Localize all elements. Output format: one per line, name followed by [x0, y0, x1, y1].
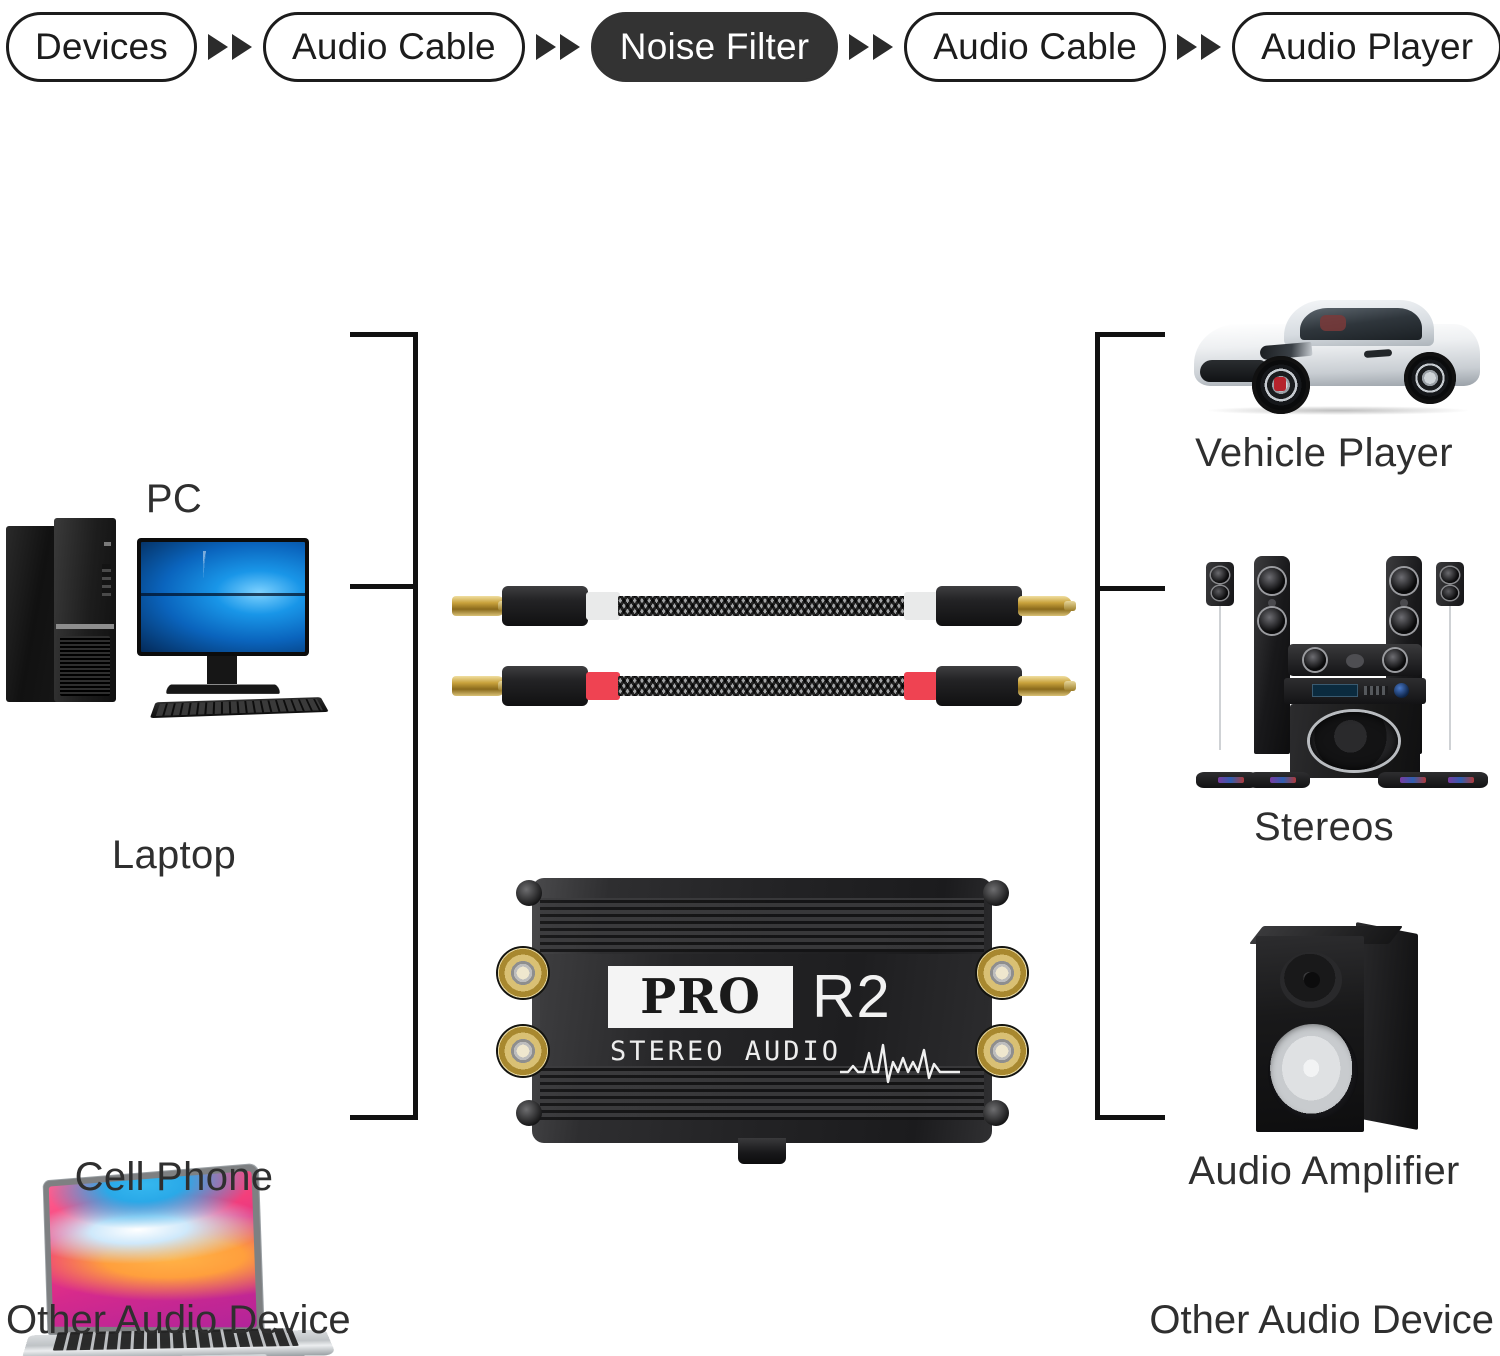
rca-barrel — [502, 586, 588, 626]
flow-step-audio-cable-out[interactable]: Audio Cable — [904, 12, 1167, 82]
studio-monitor-icon — [1238, 921, 1448, 1142]
device-model-text: R2 — [812, 963, 891, 1030]
rca-cable-right-channel — [452, 658, 1076, 714]
ground-knob-icon[interactable] — [738, 1138, 786, 1164]
flow-step-audio-player[interactable]: Audio Player — [1232, 12, 1500, 82]
device-stereos: Stereos — [1150, 556, 1498, 848]
device-label-vehicle-player: Vehicle Player — [1195, 431, 1453, 475]
device-subtitle-text: STEREO AUDIO — [610, 1036, 842, 1067]
double-right-arrow-icon — [197, 34, 263, 60]
device-brand-logo: PRO — [608, 966, 793, 1028]
device-label-cell-phone: Cell Phone — [74, 1155, 274, 1199]
double-right-arrow-icon — [838, 34, 904, 60]
device-audio-amplifier: Audio Amplifier — [1150, 921, 1498, 1193]
screw-icon — [516, 880, 542, 906]
channel-band — [904, 672, 938, 700]
flow-step-label: Noise Filter — [619, 26, 810, 67]
flow-step-label: Devices — [35, 26, 168, 67]
rca-barrel — [936, 666, 1022, 706]
desktop-computer-icon — [4, 512, 344, 719]
flow-step-label: Audio Player — [1261, 26, 1474, 67]
device-cell-phone: Cell Phone — [0, 928, 348, 1198]
rca-jack-output-right[interactable] — [977, 1026, 1027, 1076]
device-laptop: Laptop — [0, 586, 348, 1356]
home-theater-icon — [1192, 556, 1488, 800]
device-vehicle-player: Vehicle Player — [1150, 294, 1498, 474]
rca-plug-icon — [452, 676, 510, 696]
device-label-stereos: Stereos — [1254, 805, 1394, 849]
channel-band — [586, 592, 620, 620]
rca-plug-icon — [1018, 676, 1076, 696]
device-label-laptop: Laptop — [111, 833, 237, 877]
double-right-arrow-icon — [1166, 34, 1232, 60]
screw-icon — [983, 880, 1009, 906]
screw-icon — [516, 1100, 542, 1126]
channel-band — [904, 592, 938, 620]
car-icon — [1188, 294, 1488, 422]
flow-step-label: Audio Cable — [933, 26, 1138, 67]
rca-plug-icon — [1018, 596, 1076, 616]
rca-barrel — [936, 586, 1022, 626]
rca-plug-icon — [452, 596, 510, 616]
noise-filter-device: PRO R2 STEREO AUDIO — [490, 870, 1035, 1164]
braided-cable — [618, 676, 912, 696]
flow-step-label: Audio Cable — [292, 26, 496, 67]
connection-flow-header: Devices Audio Cable Noise Filter Audio C… — [0, 8, 1500, 86]
device-pc: PC — [0, 256, 348, 719]
device-label-audio-amplifier: Audio Amplifier — [1188, 1149, 1460, 1193]
rca-jack-input-left[interactable] — [498, 948, 548, 998]
screw-icon — [983, 1100, 1009, 1126]
rca-barrel — [502, 666, 588, 706]
rca-jack-output-left[interactable] — [977, 948, 1027, 998]
right-group-label: Other Audio Device — [1149, 1298, 1494, 1342]
rca-cable-left-channel — [452, 578, 1076, 634]
channel-band — [586, 672, 620, 700]
braided-cable — [618, 596, 912, 616]
rca-jack-input-right[interactable] — [498, 1026, 548, 1076]
device-label-pc: PC — [145, 477, 203, 521]
double-right-arrow-icon — [525, 34, 591, 60]
flow-step-audio-cable-in[interactable]: Audio Cable — [263, 12, 525, 82]
flow-step-devices[interactable]: Devices — [6, 12, 197, 82]
device-brand-text: PRO — [640, 969, 761, 1025]
audio-waveform-icon — [840, 1042, 960, 1084]
left-group-label: Other Audio Device — [6, 1298, 351, 1342]
flow-step-noise-filter[interactable]: Noise Filter — [590, 12, 839, 82]
